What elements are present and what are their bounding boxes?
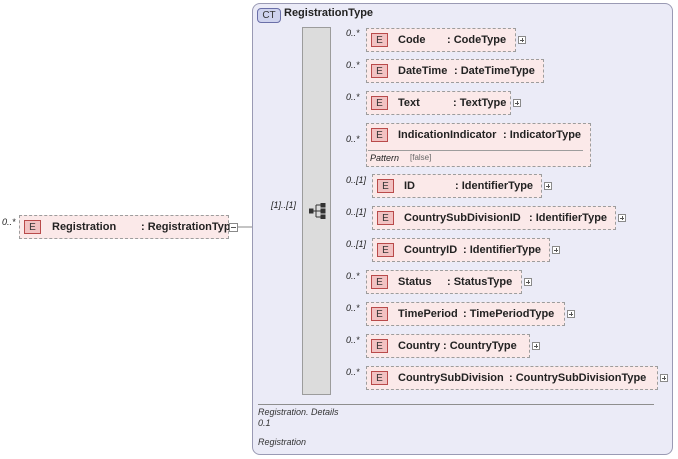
element-country[interactable]: E Country : CountryType (366, 334, 530, 358)
element-name: IndicationIndicator (398, 129, 497, 141)
element-name: TimePeriod (398, 308, 458, 320)
element-countryid[interactable]: E CountryID : IdentifierType (372, 238, 550, 262)
element-id[interactable]: E ID : IdentifierType (372, 174, 542, 198)
element-type: : IdentifierType (463, 244, 542, 256)
element-type: : TimePeriodType (463, 308, 555, 320)
element-countrysubdivisionid[interactable]: E CountrySubDivisionID : IdentifierType (372, 206, 616, 230)
expand-icon[interactable] (524, 278, 532, 286)
sequence-multiplicity: [1]..[1] (271, 200, 297, 210)
element-badge: E (377, 179, 394, 193)
element-name: Code (398, 34, 426, 46)
element-name: Text (398, 97, 420, 109)
facet-label: Pattern (370, 153, 400, 163)
child-multiplicity: 0..[1] (346, 207, 367, 217)
child-multiplicity: 0..[1] (346, 175, 367, 185)
element-type: : CountrySubDivisionType (509, 372, 647, 384)
root-element-registration[interactable]: E Registration : RegistrationType (19, 215, 237, 239)
element-badge: E (377, 211, 394, 225)
facet-value: [false] (410, 153, 432, 162)
element-name: CountrySubDivision (398, 372, 504, 384)
element-name: Registration (52, 221, 117, 233)
element-badge: E (377, 243, 394, 257)
footer-definition-line1: Registration. Details (258, 407, 339, 417)
footer-definition-line2: 0.1 (258, 418, 271, 428)
child-multiplicity: 0..* (346, 60, 360, 70)
element-type: : StatusType (447, 276, 513, 288)
complex-type-title: RegistrationType (284, 7, 374, 19)
element-code[interactable]: E Code : CodeType (366, 28, 516, 52)
child-multiplicity: 0..[1] (346, 239, 367, 249)
element-type: : IdentifierType (455, 180, 534, 192)
child-multiplicity: 0..* (346, 303, 360, 313)
facet-divider (368, 150, 583, 151)
element-name: ID (404, 180, 415, 192)
child-multiplicity: 0..* (346, 134, 360, 144)
element-type: : IndicatorType (503, 129, 582, 141)
element-type: : RegistrationType (141, 221, 237, 233)
footer-definition-line3: Registration (258, 437, 307, 447)
element-type: : DateTimeType (454, 65, 535, 77)
element-badge: E (371, 128, 388, 142)
element-datetime[interactable]: E DateTime : DateTimeType (366, 59, 544, 83)
element-badge: E (371, 96, 388, 110)
expand-icon[interactable] (552, 246, 560, 254)
element-name: DateTime (398, 65, 448, 77)
element-name: CountryID (404, 244, 458, 256)
element-type: : CodeType (447, 34, 507, 46)
element-type: : TextType (453, 97, 507, 109)
element-countrysubdivision[interactable]: E CountrySubDivision : CountrySubDivisio… (366, 366, 658, 390)
element-badge: E (371, 371, 388, 385)
element-type: : IdentifierType (529, 212, 608, 224)
element-name: Status (398, 276, 432, 288)
element-badge: E (371, 307, 388, 321)
footer-divider (258, 404, 654, 405)
expand-icon[interactable] (513, 99, 521, 107)
child-multiplicity: 0..* (346, 271, 360, 281)
element-type: : CountryType (443, 340, 517, 352)
complex-type-badge: CT (257, 8, 281, 23)
element-timeperiod[interactable]: E TimePeriod : TimePeriodType (366, 302, 565, 326)
root-multiplicity: 0..* (2, 217, 16, 227)
child-multiplicity: 0..* (346, 92, 360, 102)
element-badge: E (371, 64, 388, 78)
expand-icon[interactable] (518, 36, 526, 44)
expand-icon[interactable] (532, 342, 540, 350)
expand-icon[interactable] (660, 374, 668, 382)
collapse-icon[interactable] (229, 223, 238, 232)
element-badge: E (371, 275, 388, 289)
expand-icon[interactable] (544, 182, 552, 190)
element-badge: E (24, 220, 41, 234)
element-name: Country (398, 340, 441, 352)
element-status[interactable]: E Status : StatusType (366, 270, 522, 294)
expand-icon[interactable] (567, 310, 575, 318)
expand-icon[interactable] (618, 214, 626, 222)
child-multiplicity: 0..* (346, 367, 360, 377)
element-badge: E (371, 33, 388, 47)
child-multiplicity: 0..* (346, 28, 360, 38)
element-badge: E (371, 339, 388, 353)
element-text[interactable]: E Text : TextType (366, 91, 511, 115)
child-multiplicity: 0..* (346, 335, 360, 345)
element-indicationindicator[interactable]: E IndicationIndicator : IndicatorType (366, 123, 591, 167)
element-name: CountrySubDivisionID (404, 212, 521, 224)
sequence-icon (309, 203, 326, 219)
